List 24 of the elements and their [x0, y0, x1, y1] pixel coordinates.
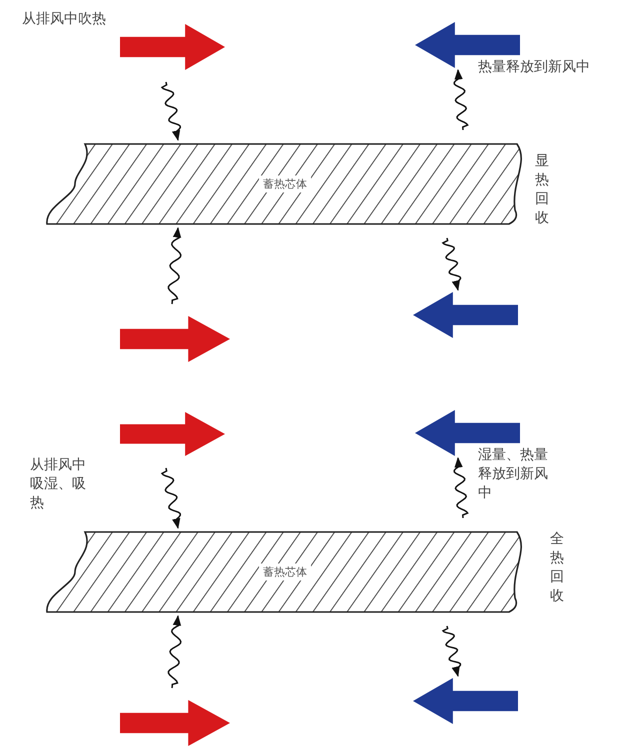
- hatched-core-slab: [45, 530, 525, 614]
- airflow-arrow: [120, 24, 225, 70]
- annotation: 从排风中吹热: [22, 10, 106, 29]
- core-label: 蓄热芯体: [259, 176, 311, 192]
- airflow-arrow: [120, 412, 225, 456]
- airflow-arrow: [120, 700, 230, 746]
- annotation: 热量释放到新风中: [478, 58, 590, 77]
- airflow-arrow: [413, 678, 518, 724]
- hatched-core-slab: [45, 142, 525, 226]
- wavy-arrow: [168, 226, 182, 304]
- airflow-arrow: [120, 316, 230, 362]
- wavy-arrow: [442, 238, 462, 292]
- wavy-arrow: [454, 456, 469, 518]
- annotation: 从排风中吸湿、吸热: [30, 456, 87, 513]
- annotation: 湿量、热量释放到新风中: [478, 446, 549, 503]
- wavy-arrow: [442, 626, 462, 678]
- wavy-arrow: [160, 82, 182, 142]
- wavy-arrow: [168, 614, 182, 688]
- vertical-label: 全热回收: [550, 530, 565, 606]
- vertical-label: 显热回收: [535, 152, 550, 228]
- airflow-arrow: [413, 292, 518, 338]
- wavy-arrow: [160, 468, 182, 530]
- core-label: 蓄热芯体: [259, 564, 311, 580]
- wavy-arrow: [454, 68, 469, 130]
